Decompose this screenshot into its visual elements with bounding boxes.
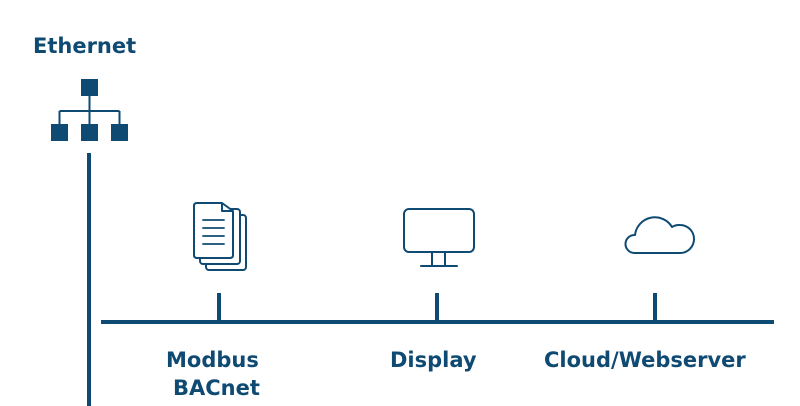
modbus-label: Modbus [166, 348, 259, 372]
cloud-icon [624, 216, 695, 254]
documents-icon [193, 202, 247, 271]
display-label: Display [390, 348, 477, 372]
network-hierarchy-icon [51, 79, 128, 141]
cloud-webserver-label: Cloud/Webserver [544, 348, 746, 372]
ethernet-label: Ethernet [33, 34, 137, 58]
bacnet-label: BACnet [173, 376, 260, 400]
monitor-icon [403, 208, 475, 267]
